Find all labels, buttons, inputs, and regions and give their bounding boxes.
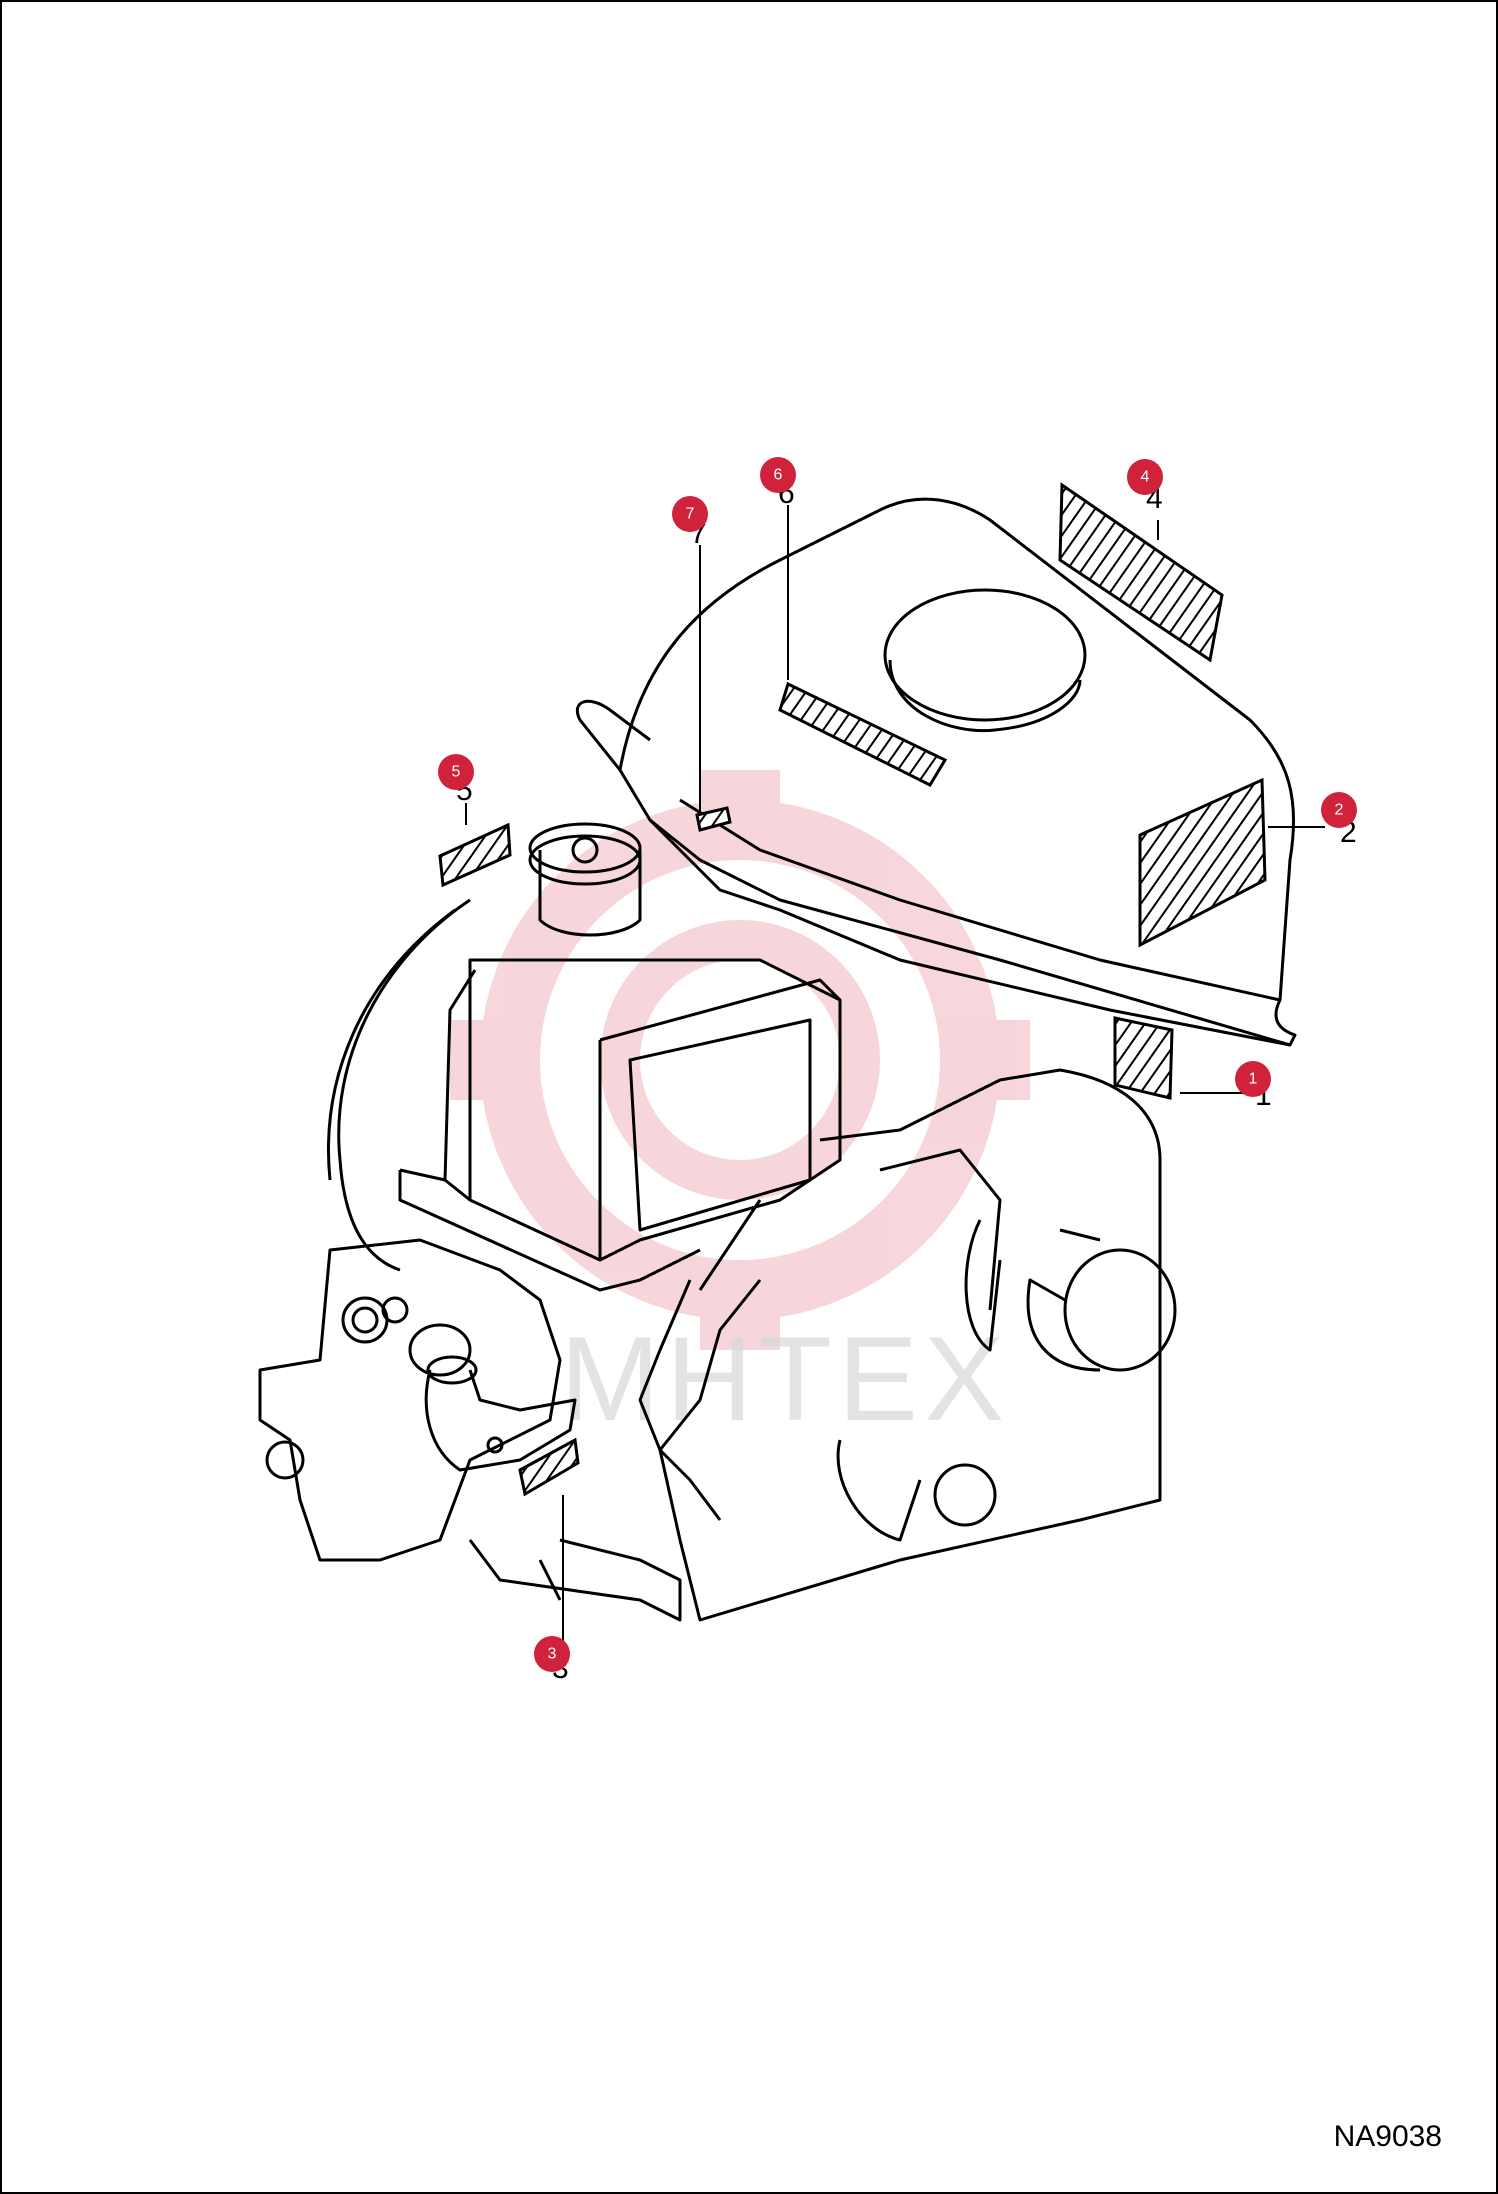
decal-5 xyxy=(438,822,512,888)
part-numbers: 4 6 2 7 5 1 3 xyxy=(456,477,1357,1685)
callout-5-label: 5 xyxy=(452,764,461,781)
decal-2 xyxy=(1138,777,1267,948)
decal-4 xyxy=(1058,482,1224,663)
mounting-foot xyxy=(468,1538,682,1622)
cover-flange xyxy=(575,699,651,771)
callout-2-label: 2 xyxy=(1335,802,1344,819)
watermark-text: MHTEX xyxy=(560,1312,1010,1446)
carburetor-port xyxy=(341,1296,389,1344)
decal-6 xyxy=(778,681,948,787)
air-cleaner-cap xyxy=(883,588,1087,722)
watermark-logo xyxy=(450,770,1030,1350)
leader-lines xyxy=(465,505,1325,1645)
fuel-tank xyxy=(468,958,842,1262)
crankcase xyxy=(658,1068,1162,1622)
air-cleaner-cover xyxy=(618,497,1297,1047)
tank-base xyxy=(398,1170,701,1292)
filler-neck xyxy=(538,850,642,937)
decal-locations xyxy=(438,482,1267,1497)
callout-4[interactable]: 4 xyxy=(1127,459,1163,495)
decal-7 xyxy=(695,806,732,832)
callout-5[interactable]: 5 xyxy=(438,754,474,790)
carburetor xyxy=(258,1238,562,1562)
callout-2[interactable]: 2 xyxy=(1321,792,1357,828)
fuel-cap xyxy=(528,834,642,886)
control-wire xyxy=(638,1279,722,1521)
callout-6-label: 6 xyxy=(774,467,783,484)
callout-7-label: 7 xyxy=(686,506,695,523)
callout-6[interactable]: 6 xyxy=(760,457,796,493)
drain-plug xyxy=(933,1463,997,1527)
decal-3 xyxy=(518,1437,580,1497)
callout-4-label: 4 xyxy=(1141,469,1150,486)
drawing-code: NA9038 xyxy=(1333,2120,1442,2153)
callout-3-label: 3 xyxy=(548,1646,557,1663)
decal-1 xyxy=(1113,1016,1174,1100)
starter-knob xyxy=(1063,1248,1177,1372)
callout-1-label: 1 xyxy=(1249,1071,1258,1088)
intake-elbow xyxy=(424,1369,577,1472)
callout-7[interactable]: 7 xyxy=(672,496,708,532)
callout-3[interactable]: 3 xyxy=(534,1636,570,1672)
engine-outline xyxy=(258,497,1297,1622)
flywheel-shroud xyxy=(337,898,471,1272)
callout-1[interactable]: 1 xyxy=(1235,1061,1271,1097)
